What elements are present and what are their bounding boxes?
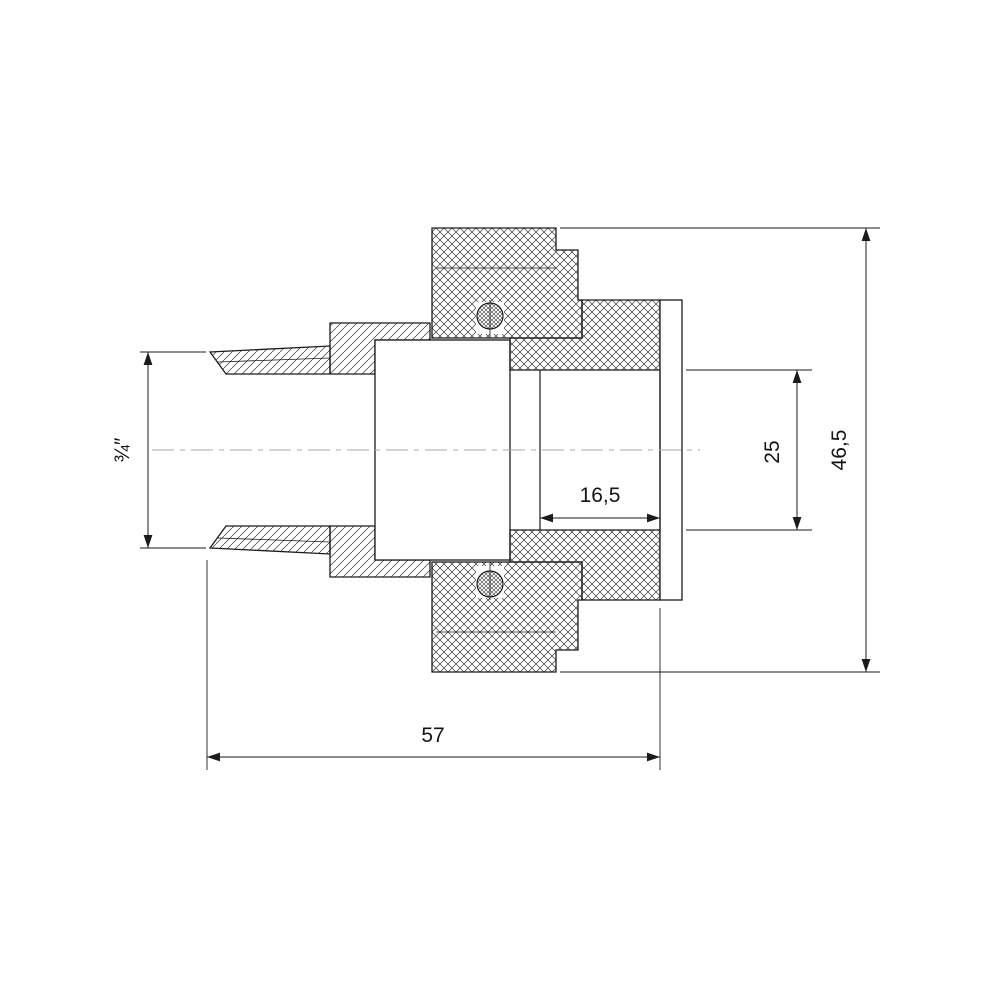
thread-root-line-top	[217, 357, 331, 363]
male-thread-section	[208, 345, 331, 555]
dim-label-thread-size: ¾″	[111, 437, 134, 463]
dimension-thread-size: ¾″	[111, 351, 206, 549]
o-ring-seals	[476, 300, 504, 600]
dimension-bore-diameter: 25	[686, 369, 812, 531]
dim-label-bore-diameter: 25	[761, 440, 784, 463]
dimension-outer-diameter: 46,5	[560, 227, 880, 673]
socket-end-section	[509, 299, 683, 601]
dimension-overall-length: 57	[206, 560, 661, 770]
o-ring-bottom	[476, 570, 504, 598]
dimension-socket-depth: 16,5	[540, 484, 660, 523]
union-nut-lower-block	[431, 561, 583, 673]
union-nut	[431, 227, 583, 673]
dim-label-overall-length: 57	[421, 724, 444, 747]
o-ring-top	[476, 302, 504, 330]
thread-root-line-bottom	[217, 537, 331, 543]
union-nut-upper-block	[431, 227, 583, 339]
dim-label-socket-depth: 16,5	[580, 484, 621, 507]
dim-label-outer-diameter: 46,5	[828, 430, 851, 471]
